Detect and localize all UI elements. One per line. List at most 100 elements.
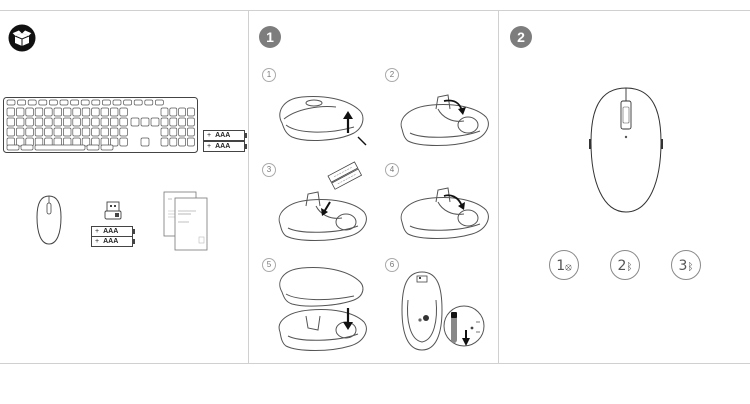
pair-mode-number: 1 bbox=[556, 258, 566, 274]
sheet-frame bbox=[0, 10, 750, 364]
keyboard-key bbox=[25, 127, 34, 137]
battery-label: AAA bbox=[215, 132, 231, 139]
keyboard-key bbox=[110, 137, 119, 147]
battery-label: AAA bbox=[215, 143, 231, 150]
keyboard-key bbox=[169, 117, 178, 127]
documentation-illustration bbox=[163, 191, 208, 251]
keyboard-key bbox=[25, 107, 34, 117]
keyboard-key bbox=[63, 127, 72, 137]
keyboard-key bbox=[44, 127, 53, 137]
bluetooth-icon: ᛒ bbox=[687, 262, 694, 273]
pair-mode-number: 2 bbox=[617, 258, 627, 274]
keyboard-key bbox=[119, 137, 128, 147]
keyboard-key bbox=[6, 117, 15, 127]
keyboard-key bbox=[16, 107, 25, 117]
step-3-illustration bbox=[278, 161, 367, 241]
pair-mode-number: 3 bbox=[678, 258, 688, 274]
keyboard-key bbox=[53, 127, 62, 137]
keyboard-key bbox=[140, 137, 150, 147]
step-number: 5 bbox=[262, 258, 276, 272]
battery: +AAA bbox=[203, 130, 247, 141]
keyboard-key bbox=[6, 144, 20, 151]
pair-mode-3-button[interactable]: 3ᛒ bbox=[671, 250, 701, 280]
keyboard-key bbox=[187, 117, 195, 127]
step-number: 6 bbox=[385, 258, 399, 272]
keyboard-key bbox=[119, 107, 128, 117]
keyboard-key bbox=[44, 117, 53, 127]
keyboard-key bbox=[100, 117, 109, 127]
keyboard-key bbox=[91, 117, 100, 127]
keyboard-key bbox=[6, 127, 15, 137]
keyboard-key bbox=[112, 99, 122, 106]
keyboard-key bbox=[150, 117, 160, 127]
keyboard-key bbox=[110, 107, 119, 117]
keyboard-key bbox=[133, 99, 143, 106]
keyboard-key bbox=[119, 127, 128, 137]
mouse-illustration bbox=[36, 195, 62, 245]
keyboard-key bbox=[16, 127, 25, 137]
battery-plus-sign: + bbox=[207, 132, 212, 139]
keyboard-key bbox=[38, 99, 48, 106]
keyboard-key bbox=[34, 127, 44, 137]
keyboard-key bbox=[70, 99, 79, 106]
keyboard-key bbox=[102, 99, 111, 106]
battery-plus-sign: + bbox=[95, 228, 100, 235]
battery: +AAA bbox=[91, 236, 135, 247]
keyboard-key bbox=[86, 144, 100, 151]
pair-mode-1-button[interactable]: 1⦻ bbox=[549, 250, 579, 280]
keyboard-key bbox=[44, 107, 53, 117]
step-4-illustration bbox=[400, 187, 489, 239]
step-6-illustration bbox=[401, 271, 485, 351]
keyboard-key bbox=[100, 127, 109, 137]
keyboard-key bbox=[53, 107, 62, 117]
step-5-illustration bbox=[278, 267, 367, 351]
keyboard-key bbox=[187, 127, 195, 137]
keyboard-key bbox=[119, 117, 128, 127]
keyboard-key bbox=[27, 99, 37, 106]
step-number: 2 bbox=[385, 68, 399, 82]
panel-number-badge: 2 bbox=[510, 26, 532, 48]
step-number: 1 bbox=[262, 68, 276, 82]
keyboard-key bbox=[17, 99, 26, 106]
keyboard-key bbox=[16, 137, 25, 147]
keyboard-key bbox=[100, 107, 109, 117]
keyboard-key bbox=[25, 117, 34, 127]
keyboard-key bbox=[130, 117, 140, 127]
keyboard-key bbox=[187, 107, 195, 117]
keyboard-key bbox=[160, 107, 169, 117]
pair-mode-2-button[interactable]: 2ᛒ bbox=[610, 250, 640, 280]
keyboard-key bbox=[110, 127, 119, 137]
keyboard-key bbox=[6, 107, 15, 117]
open-box-icon bbox=[8, 24, 36, 52]
keyboard-key bbox=[81, 137, 91, 147]
keyboard-key bbox=[178, 117, 186, 127]
panel-number-badge: 1 bbox=[259, 26, 281, 48]
keyboard-key bbox=[160, 117, 169, 127]
step-2-illustration bbox=[400, 94, 489, 146]
usb-receiver-icon: ⦻ bbox=[565, 262, 572, 273]
keyboard-key bbox=[178, 137, 186, 147]
step-1-illustration bbox=[279, 96, 367, 146]
keyboard-key bbox=[63, 117, 72, 127]
keyboard-key bbox=[59, 99, 69, 106]
keyboard-key bbox=[144, 99, 154, 106]
keyboard-key bbox=[110, 117, 119, 127]
keyboard-key bbox=[16, 117, 25, 127]
keyboard-key bbox=[72, 107, 81, 117]
keyboard-key bbox=[169, 107, 178, 117]
battery-label: AAA bbox=[103, 228, 119, 235]
keyboard-key bbox=[160, 127, 169, 137]
keyboard-key bbox=[34, 107, 44, 117]
keyboard-key bbox=[72, 117, 81, 127]
mouse-top-view-illustration bbox=[589, 87, 663, 213]
keyboard-key bbox=[81, 127, 91, 137]
step-number: 3 bbox=[262, 163, 276, 177]
step-number: 4 bbox=[385, 163, 399, 177]
keyboard-key bbox=[187, 137, 195, 147]
keyboard-key bbox=[178, 127, 186, 137]
keyboard-key bbox=[91, 107, 100, 117]
keyboard-key bbox=[100, 144, 114, 151]
battery-plus-sign: + bbox=[95, 238, 100, 245]
keyboard-key bbox=[72, 127, 81, 137]
